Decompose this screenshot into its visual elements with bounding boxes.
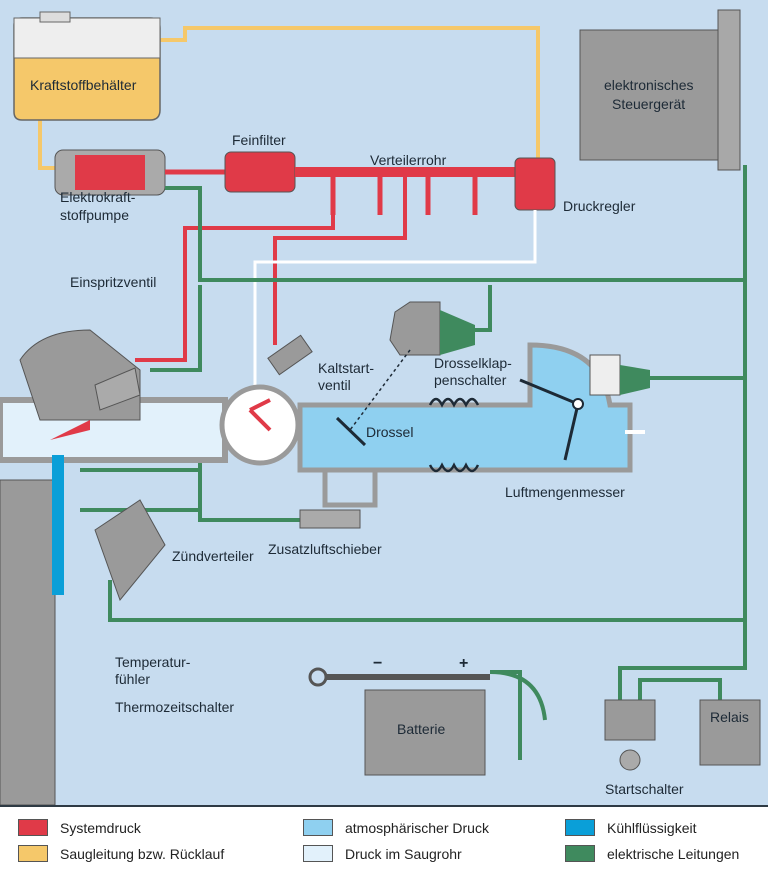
coolant-jacket [52,455,64,595]
manifold-pressure-line [253,210,537,400]
label-coldstart-2: ventil [318,377,351,393]
label-aux-air: Zusatzluftschieber [268,541,382,557]
label-regulator: Druckregler [563,198,636,214]
throttle-switch [389,301,441,356]
battery-minus: − [373,655,383,672]
ecu-connector [717,9,741,171]
label-injector: Einspritzventil [70,274,157,290]
legend-label: Kühlflüssigkeit [607,819,697,836]
label-ecu-1: elektronisches [604,77,694,93]
label-starter: Startschalter [605,781,684,797]
starter-switch [604,699,656,741]
coldstart-line [273,172,407,345]
legend-item: Saugleitung bzw. Rücklauf [18,845,224,862]
legend-label: Saugleitung bzw. Rücklauf [60,845,225,862]
legend-swatch [303,845,333,862]
diagram-canvas: Kraftstoffbehälter elektronisches Steuer… [0,0,768,805]
label-temp-1: Temperatur- [115,654,191,670]
label-pump-2: stoffpumpe [60,207,130,223]
relay-box [699,699,761,766]
tank-top [13,17,161,59]
battery-plus: + [459,655,469,672]
legend-label: Systemdruck [60,819,141,836]
legend-swatch [303,819,333,836]
legend-swatch [18,819,48,836]
label-throttle-switch-2: penschalter [434,372,507,388]
pump-core [75,155,145,190]
label-airflow: Luftmengenmesser [505,484,625,500]
label-temp-2: fühler [115,671,151,687]
legend-swatch [565,845,595,862]
legend-item: Systemdruck [18,819,141,836]
suction-line [38,120,60,170]
fine-filter [224,151,296,193]
label-ecu-2: Steuergerät [612,96,686,112]
throttle-plate [335,416,367,447]
label-coldstart-1: Kaltstart- [318,360,375,376]
legend-label: elektrische Leitungen [607,845,740,862]
pressure-regulator [514,157,556,211]
label-tank: Kraftstoffbehälter [30,77,137,93]
label-battery: Batterie [397,721,446,737]
legend-swatch [18,845,48,862]
throttle-switch-connector [440,310,475,355]
label-relay: Relais [710,709,749,725]
tank-cap [39,11,71,23]
plenum [219,384,301,466]
injector [94,367,141,411]
distributor [94,499,166,602]
engine-block [0,479,56,805]
airflow-sensor-pot [589,354,621,396]
throttle-link [349,349,411,431]
label-distributor: Zündverteiler [172,548,254,564]
return-line [160,26,540,160]
label-throttle: Drossel [366,424,414,440]
legend-item: atmosphärischer Druck [303,819,489,836]
battery-body [364,689,486,776]
wiring [80,165,747,760]
coldstart-valve [267,334,313,376]
label-thermo: Thermozeitschalter [115,699,235,715]
legend-swatch [565,819,595,836]
legend-item: elektrische Leitungen [565,845,739,862]
label-throttle-switch-1: Drosselklap- [434,355,512,371]
label-filter: Feinfilter [232,132,286,148]
legend-item: Druck im Saugrohr [303,845,462,862]
aux-air-valve [322,470,378,508]
legend-item: Kühlflüssigkeit [565,819,697,836]
bellows [428,397,480,473]
airflow-flap [519,378,580,461]
legend-label: Druck im Saugrohr [345,845,462,862]
spray [50,420,90,440]
injector-line [135,172,335,362]
label-pump-1: Elektrokraft- [60,189,136,205]
ecu [579,29,721,161]
fuel-injection-diagram [0,9,761,805]
legend: Systemdruck Saugleitung bzw. Rücklauf at… [0,805,768,873]
label-rail: Verteilerrohr [370,152,447,168]
legend-label: atmosphärischer Druck [345,819,489,836]
